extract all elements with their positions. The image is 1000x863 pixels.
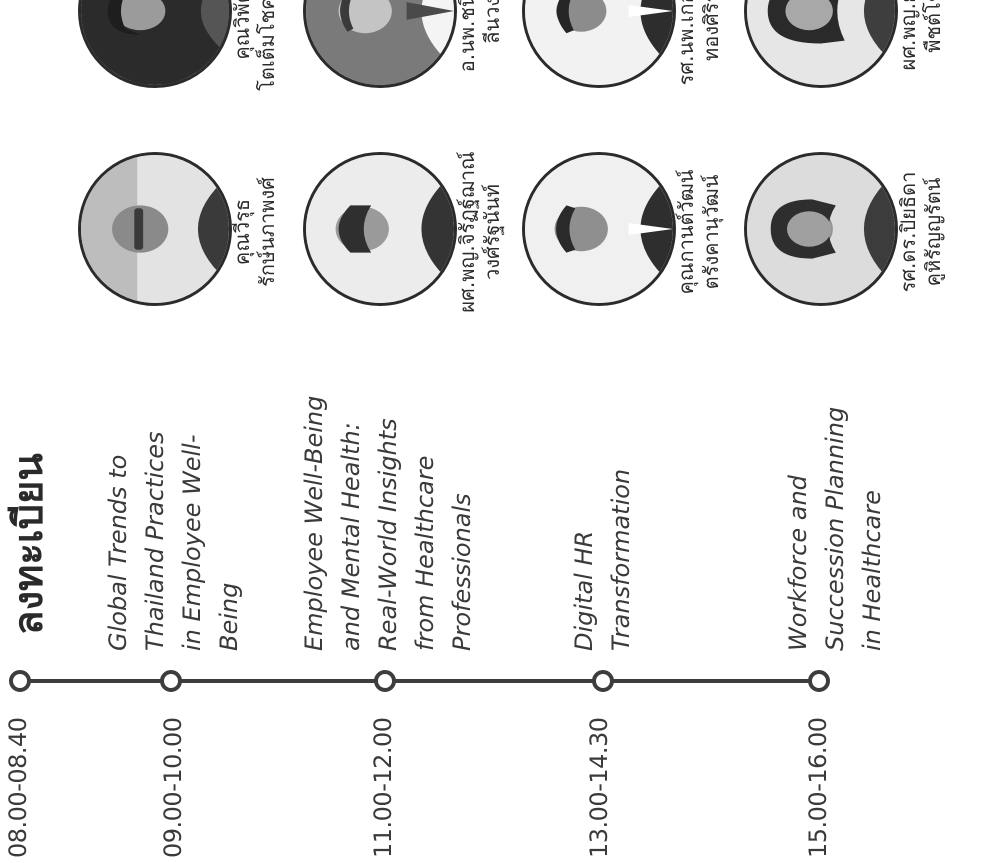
- timeline-node: [592, 670, 614, 692]
- person-portrait-icon: [747, 0, 895, 85]
- session-1-title: Global Trends to Thailand Practices in E…: [100, 351, 248, 651]
- person-portrait-icon: [306, 155, 454, 303]
- timeline-node: [9, 670, 31, 692]
- time-slot-1: 08.00-08.40: [4, 717, 32, 858]
- session-title-line: Transformation: [607, 468, 635, 651]
- session-title-line: and Mental Health:: [337, 422, 365, 651]
- session-title-line: Workforce and: [784, 475, 812, 651]
- person-portrait-icon: [81, 0, 229, 85]
- registration-heading: ลงทะเบียน: [6, 453, 52, 635]
- session-title-line: from Healthcare: [411, 455, 439, 651]
- session-title-line: in Healthcare: [858, 490, 886, 651]
- speaker-name-5: คุณกานต์วัฒน์ ตรังคานุวัฒน์: [674, 169, 723, 295]
- time-slot-5: 15.00-16.00: [804, 717, 832, 858]
- speaker-photo-1: [78, 152, 232, 306]
- speaker-photo-5: [522, 152, 676, 306]
- session-4-title: Workforce and Succession Planning in Hea…: [780, 351, 891, 651]
- session-title-line: in Employee Well-: [178, 434, 206, 652]
- time-slot-4: 13.00-14.30: [585, 717, 613, 858]
- person-portrait-icon: [525, 155, 673, 303]
- timeline-line: [10, 679, 817, 683]
- session-title-line: Being: [215, 582, 243, 651]
- speaker-name-7: รศ.ดร.ปิยธิดา คูหิรัญญรัตน์: [896, 171, 945, 293]
- time-slot-3: 11.00-12.00: [369, 717, 397, 858]
- speaker-name-6: รศ.นพ.เกอดพงศ์ ทองศิริราช: [674, 0, 723, 86]
- timeline-node: [160, 670, 182, 692]
- session-title-line: Global Trends to: [104, 454, 132, 651]
- speaker-name-2: คุณวิพัตรา โตเต็มโชคชัยการ: [230, 0, 279, 91]
- speaker-photo-8: [744, 0, 898, 88]
- speaker-name-1: คุณวีรุธ รักษ์นภาพงศ์: [230, 177, 279, 287]
- speaker-photo-4: [303, 0, 457, 88]
- speaker-name-3: ผศ.พญ.จิรัฏฐ์ฌาณ์ วงศ์รัฐนันท์: [455, 151, 504, 313]
- speaker-photo-3: [303, 152, 457, 306]
- session-title-line: Employee Well-Being: [300, 395, 328, 651]
- speaker-photo-7: [744, 152, 898, 306]
- timeline-node: [374, 670, 396, 692]
- session-2-title: Employee Well-Being and Mental Health: R…: [296, 351, 481, 651]
- session-title-line: Succession Planning: [821, 406, 849, 651]
- time-slot-2: 09.00-10.00: [159, 717, 187, 858]
- speaker-name-4: อ.นพ.ชนินทร์ ลีนวงศ์: [455, 0, 504, 73]
- speaker-name-8: ผศ.พญ.ยุวรีย์ พืชต์โชค: [896, 0, 945, 71]
- timeline-node: [808, 670, 830, 692]
- session-title-line: Thailand Practices: [141, 431, 169, 651]
- person-portrait-icon: [306, 0, 454, 85]
- person-portrait-icon: [525, 0, 673, 85]
- session-title-line: Professionals: [448, 493, 476, 651]
- person-portrait-icon: [81, 155, 229, 303]
- session-3-title: Digital HR Transformation: [566, 351, 640, 651]
- speaker-photo-2: [78, 0, 232, 88]
- session-title-line: Real-World Insights: [374, 418, 402, 651]
- person-portrait-icon: [747, 155, 895, 303]
- speaker-photo-6: [522, 0, 676, 88]
- session-title-line: Digital HR: [570, 530, 598, 651]
